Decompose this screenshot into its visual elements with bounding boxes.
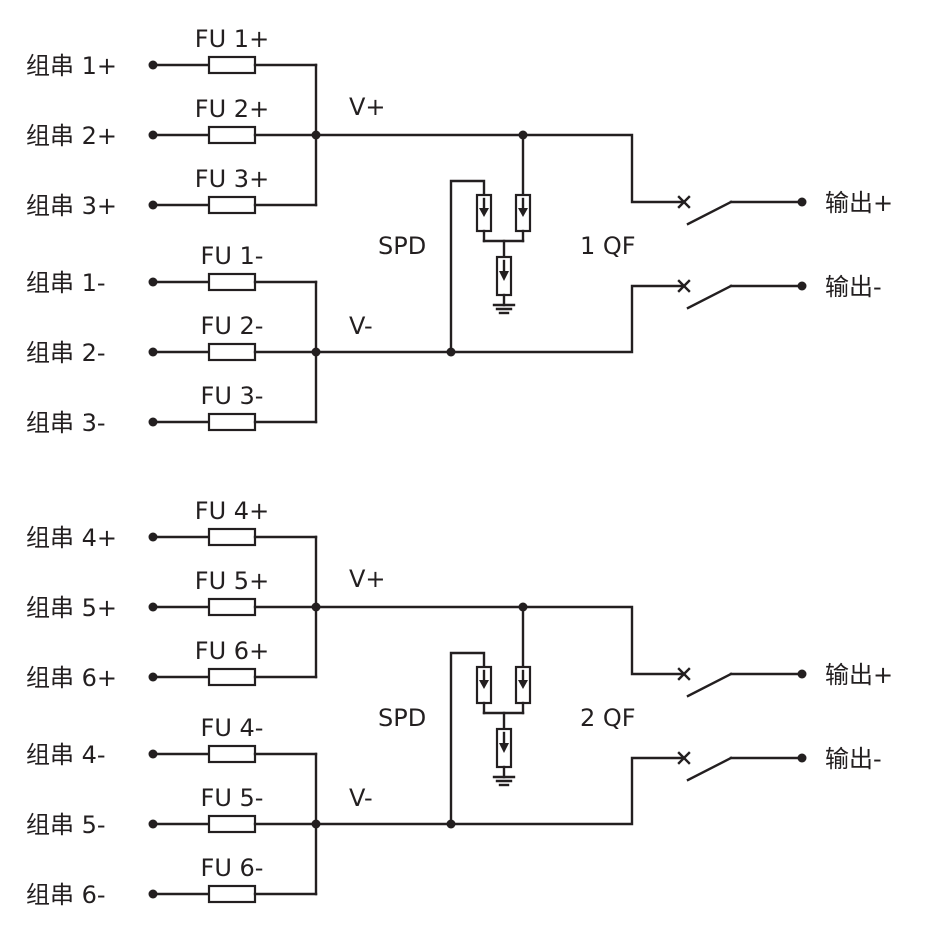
circuit-breaker xyxy=(677,667,807,782)
fuse-label: FU 6+ xyxy=(195,637,269,665)
fuse-symbol xyxy=(207,125,257,145)
output-negative-label: 输出- xyxy=(825,745,882,773)
arrow-icon xyxy=(499,743,509,753)
breaker-label: 2 QF xyxy=(580,704,636,732)
fuse-label: FU 3- xyxy=(201,382,264,410)
fuse-label: FU 2+ xyxy=(195,95,269,123)
output-positive-label: 输出+ xyxy=(825,661,893,689)
string-input-positive: 组串 3+ FU 3+ xyxy=(26,165,318,220)
string-input-label: 组串 6+ xyxy=(26,664,117,692)
arrow-icon xyxy=(479,680,489,689)
arrow-icon xyxy=(479,208,489,217)
fuse-symbol xyxy=(207,744,257,764)
bus-positive-label: V+ xyxy=(349,565,386,593)
fuse-symbol xyxy=(207,195,257,215)
combiner-block-2: 组串 4+ FU 4+ 组串 5+ FU 5+ 组串 6+ FU 6+ 组串 4- FU 4-… xyxy=(26,497,893,909)
breaker-cross-icon xyxy=(677,195,691,209)
breaker-cross-icon xyxy=(677,667,691,681)
breaker-blade xyxy=(686,672,733,698)
spd-label: SPD xyxy=(378,232,426,260)
string-input-label: 组串 1- xyxy=(26,269,106,297)
fuse-symbol xyxy=(207,342,257,362)
junction-dot xyxy=(446,347,456,357)
fuse-label: FU 5+ xyxy=(195,567,269,595)
output-negative-label: 输出- xyxy=(825,273,882,301)
string-input-label: 组串 3+ xyxy=(26,192,117,220)
fuse-label: FU 4- xyxy=(201,714,264,742)
fuse-symbol xyxy=(207,814,257,834)
positive-bus-wire xyxy=(314,133,686,204)
breaker-cross-icon xyxy=(677,279,691,293)
string-input-positive: 组串 5+ FU 5+ xyxy=(26,567,318,622)
string-input-positive: 组串 2+ FU 2+ xyxy=(26,95,318,150)
fuse-symbol xyxy=(207,597,257,617)
fuse-symbol xyxy=(207,667,257,687)
spd-symbol xyxy=(446,130,532,357)
breaker-blade xyxy=(686,284,733,310)
string-input-label: 组串 3- xyxy=(26,409,106,437)
breaker-blade xyxy=(686,200,733,226)
arrow-icon xyxy=(499,271,509,281)
string-input-negative: 组串 5- FU 5- xyxy=(26,784,318,839)
string-input-label: 组串 5- xyxy=(26,811,106,839)
string-input-negative: 组串 6- FU 6- xyxy=(26,854,318,909)
breaker-blade xyxy=(686,756,733,782)
fuse-label: FU 5- xyxy=(201,784,264,812)
junction-dot xyxy=(518,602,528,612)
string-input-label: 组串 6- xyxy=(26,881,106,909)
output-terminal-dot xyxy=(797,669,807,679)
fuse-symbol xyxy=(207,272,257,292)
negative-bus-wire xyxy=(314,756,686,826)
string-input-positive: 组串 6+ FU 6+ xyxy=(26,637,318,692)
string-input-negative: 组串 1- FU 1- xyxy=(26,242,318,297)
output-terminal-dot xyxy=(797,753,807,763)
string-input-positive: 组串 4+ FU 4+ xyxy=(26,497,318,552)
spd-symbol xyxy=(446,602,532,829)
junction-dot xyxy=(518,130,528,140)
fuse-label: FU 1- xyxy=(201,242,264,270)
bus-negative-label: V- xyxy=(349,312,373,340)
fuse-label: FU 4+ xyxy=(195,497,269,525)
negative-bus-wire xyxy=(314,284,686,354)
spd-label: SPD xyxy=(378,704,426,732)
wire xyxy=(449,179,486,354)
string-input-positive: 组串 1+ FU 1+ xyxy=(26,25,318,80)
string-input-label: 组串 2- xyxy=(26,339,106,367)
fuse-symbol xyxy=(207,527,257,547)
string-input-negative: 组串 2- FU 2- xyxy=(26,312,318,367)
fuse-symbol xyxy=(207,412,257,432)
string-input-label: 组串 5+ xyxy=(26,594,117,622)
fuse-label: FU 6- xyxy=(201,854,264,882)
string-input-label: 组串 4+ xyxy=(26,524,117,552)
junction-dot xyxy=(446,819,456,829)
bus-negative-label: V- xyxy=(349,784,373,812)
fuse-symbol xyxy=(207,884,257,904)
fuse-symbol xyxy=(207,55,257,75)
arrow-icon xyxy=(518,680,528,689)
combiner-block-1: 组串 1+ FU 1+ 组串 2+ FU 2+ 组串 3+ FU 3+ 组串 1- FU 1-… xyxy=(26,25,893,437)
string-input-label: 组串 2+ xyxy=(26,122,117,150)
breaker-cross-icon xyxy=(677,751,691,765)
fuse-label: FU 1+ xyxy=(195,25,269,53)
wire xyxy=(449,651,486,826)
output-terminal-dot xyxy=(797,281,807,291)
fuse-label: FU 3+ xyxy=(195,165,269,193)
string-input-negative: 组串 4- FU 4- xyxy=(26,714,318,769)
bus-positive-label: V+ xyxy=(349,93,386,121)
output-positive-label: 输出+ xyxy=(825,189,893,217)
breaker-label: 1 QF xyxy=(580,232,636,260)
string-input-negative: 组串 3- FU 3- xyxy=(26,382,318,437)
output-terminal-dot xyxy=(797,197,807,207)
arrow-icon xyxy=(518,208,528,217)
string-input-label: 组串 4- xyxy=(26,741,106,769)
fuse-label: FU 2- xyxy=(201,312,264,340)
string-input-label: 组串 1+ xyxy=(26,52,117,80)
positive-bus-wire xyxy=(314,605,686,676)
circuit-breaker xyxy=(677,195,807,310)
